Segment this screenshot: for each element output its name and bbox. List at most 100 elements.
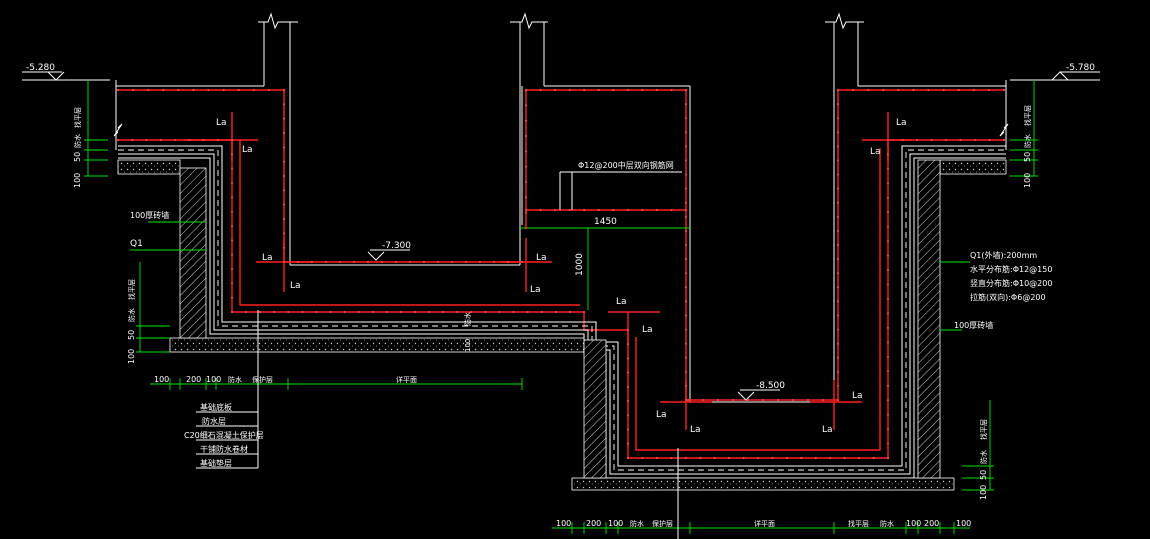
rebar-dot [282, 174, 286, 178]
dim-100: 100 [956, 519, 971, 528]
rebar-dot [524, 119, 528, 122]
rebar-dot [582, 310, 586, 314]
rebar-dot [540, 310, 543, 314]
rebar-dot [836, 187, 840, 190]
rebar-dot [882, 88, 885, 92]
dim-plan: 详平面 [754, 519, 775, 528]
rebar-dot [626, 88, 629, 92]
la-label: La [216, 118, 227, 128]
rebar-dot [1002, 88, 1006, 92]
rebar-dot [684, 229, 688, 233]
rebar-dot [385, 310, 388, 314]
elevation-marker-right: -5.780 [1010, 63, 1100, 81]
dim-waterproof: 防水 [127, 308, 136, 322]
rebar-dot [145, 138, 148, 142]
rebar-dot [422, 260, 426, 264]
rebar-dot [287, 310, 290, 314]
rebar-dot [173, 138, 177, 142]
dim-200: 200 [186, 375, 201, 384]
rebar-dot [886, 355, 890, 358]
rebar-dot [131, 88, 135, 92]
rebar-dot [131, 138, 134, 142]
rebar-dot [836, 243, 840, 247]
rebar-dot [524, 196, 528, 199]
rebar-dot [524, 134, 528, 138]
rebar-dot [836, 215, 840, 218]
dim-100: 100 [556, 519, 571, 528]
slab-outline [113, 80, 1009, 403]
rebar-dot [478, 260, 482, 264]
rebar-dot [670, 208, 673, 212]
rebar-dot [944, 138, 948, 142]
rebar-dot [836, 328, 840, 331]
rebar-dot [836, 131, 840, 134]
pit1-elevation-text: -7.300 [382, 241, 411, 251]
rebar-dot [886, 283, 890, 286]
rebar-dot [626, 414, 630, 417]
la-label: La [656, 410, 667, 420]
rebar-dot [626, 428, 630, 431]
rebar-dot [836, 384, 840, 388]
rebar-dot [836, 145, 840, 148]
rebar-dot [771, 456, 774, 460]
rebar-dot [836, 159, 840, 162]
rebar-dot [116, 138, 120, 142]
brick-wall-label: 100厚砖墙 [130, 210, 169, 220]
q1-spec-line3: 竖直分布筋:Φ10@200 [970, 278, 1052, 288]
rebar-dot [800, 456, 803, 460]
rebar-dot [442, 310, 445, 314]
rebar-dot [684, 257, 688, 261]
rebar-dot [626, 343, 630, 346]
rebar-dot [684, 201, 688, 204]
dim-100: 100 [608, 519, 623, 528]
rebar-dot [641, 208, 644, 212]
rebar-dot [684, 215, 688, 218]
rebar-dot [470, 310, 473, 314]
rebar-dot [357, 310, 360, 314]
rebar-dot [626, 400, 630, 403]
rebar-dot [526, 310, 529, 314]
rebar-dot [498, 310, 501, 314]
rebar-dot [273, 310, 276, 314]
rebar-dot [492, 260, 496, 264]
rebar-dot [428, 310, 431, 314]
rebar-dot [282, 117, 286, 120]
rebar-dot [282, 131, 286, 135]
rebar-dot [684, 102, 688, 106]
rebar-dot [886, 268, 890, 272]
rebar-dot [684, 314, 688, 317]
rebar-dot [408, 260, 412, 264]
q1-spec-line4: 拉筋(双向):Φ6@200 [970, 292, 1046, 302]
dim-200: 200 [924, 519, 939, 528]
rebar-dot [216, 138, 219, 142]
rebar-dot [684, 131, 688, 134]
rebar-dot [282, 88, 286, 92]
rebar-dot [568, 208, 571, 212]
rebar-dot [539, 88, 542, 92]
rebar-dot [836, 272, 840, 275]
la-label: La [852, 391, 863, 401]
rebar-dot [230, 253, 234, 256]
dim-protect: 找平层 [73, 107, 82, 128]
rebar-dot [380, 260, 384, 264]
la-label: La [822, 425, 833, 435]
rebar-dot [973, 138, 977, 142]
rebar-dot [282, 160, 286, 163]
legend-item-3: 干铺防水卷材 [200, 444, 248, 454]
rebar-dot [912, 88, 915, 92]
rebar-dot [684, 300, 688, 303]
la-label: La [530, 285, 541, 295]
rebar-dot [520, 260, 524, 264]
rebar-dot [988, 138, 991, 142]
rebar-dot [915, 138, 919, 142]
dim-100: 100 [73, 173, 82, 188]
dim-100: 100 [464, 339, 472, 352]
rebar-dot [776, 398, 780, 402]
rebar-dot [230, 167, 234, 170]
rebar-dot [296, 260, 300, 264]
dim-100: 100 [906, 519, 921, 528]
rebar-dot [641, 456, 644, 460]
dim-waterproof: 防水 [630, 519, 644, 528]
rebar-dot [836, 102, 840, 106]
